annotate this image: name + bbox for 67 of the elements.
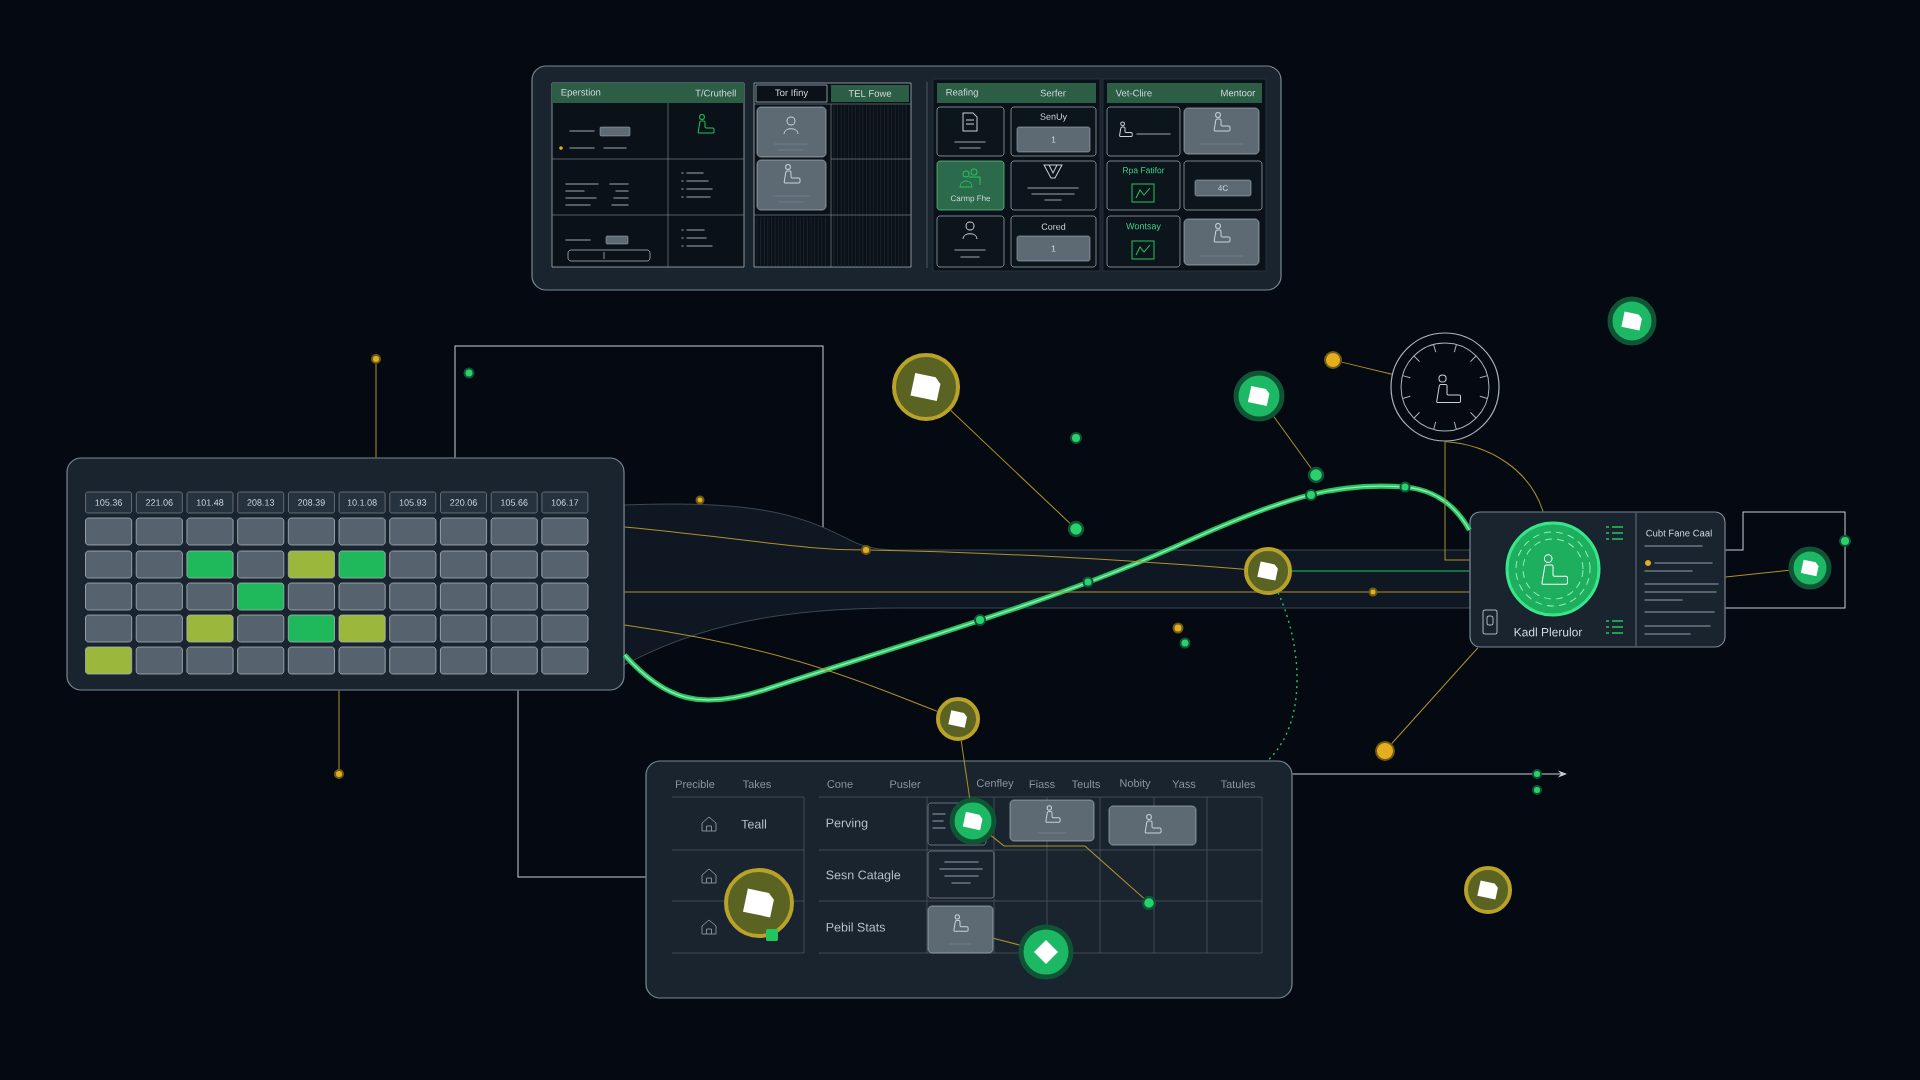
column-header: Mentoor — [1221, 89, 1256, 97]
connector-line — [622, 483, 1472, 703]
glow-dot — [1324, 351, 1342, 369]
column-header: TEL Fowe — [848, 90, 892, 97]
connector-line — [1291, 570, 1470, 572]
connector-line — [624, 624, 938, 712]
row-label: Teall — [741, 819, 767, 829]
value-cell: 105.36 — [85, 491, 132, 514]
value-cell: 106.17 — [541, 491, 589, 514]
connector-line — [1267, 592, 1298, 762]
connector-line — [375, 363, 377, 458]
value-field: 4C — [1194, 179, 1252, 197]
column-header: T/Cruthell — [695, 89, 736, 97]
value-cell: 208.13 — [237, 491, 285, 514]
column-header: Nobity — [1120, 778, 1151, 790]
connector-line — [624, 591, 1470, 593]
column-header: Eperstion — [561, 88, 601, 98]
cell-label: Carmp Fhe — [950, 195, 991, 203]
value-cell: 105.93 — [389, 491, 437, 514]
arrow — [1292, 771, 1567, 777]
value-cell: 105.66 — [490, 491, 538, 514]
column-header: Reafing — [946, 88, 978, 98]
connector-line — [992, 937, 1020, 946]
column-header: Tor Ifiny — [775, 89, 809, 98]
column-header: Tatules — [1220, 780, 1256, 789]
column-header: Pusler — [890, 780, 921, 789]
glow-dot — [1307, 466, 1325, 484]
value-cell: 10.1.08 — [338, 491, 386, 514]
connector-line — [624, 526, 1245, 570]
connector-line — [1444, 441, 1544, 512]
column-header: Serfer — [1040, 89, 1066, 97]
connector-line — [990, 835, 1145, 899]
row-label: Pebil Stats — [826, 922, 885, 932]
value-cell: 221.06 — [135, 491, 183, 514]
glow-dot — [1067, 520, 1085, 538]
value-field: 1 — [1016, 126, 1091, 153]
connector-line — [1273, 416, 1312, 469]
connector-line — [960, 740, 971, 799]
value-field: 1 — [1016, 235, 1091, 262]
cell-label: Rpa Fatifor — [1123, 167, 1165, 175]
value-cell: 208.39 — [288, 491, 335, 514]
connector-line — [1341, 361, 1393, 375]
connector-line — [1391, 647, 1479, 745]
column-header: Fiass — [1029, 780, 1055, 789]
column-header: Vet-Clire — [1115, 89, 1152, 97]
row-label: Sesn Catagle — [826, 870, 901, 882]
card-title: Cubt Fane Caal — [1646, 529, 1712, 537]
connector-line — [1725, 569, 1790, 578]
connector-line — [338, 690, 340, 770]
connector-line — [1725, 511, 1846, 609]
row-label: Perving — [826, 818, 868, 830]
value-cell: 220.06 — [440, 491, 487, 514]
connector-line — [950, 409, 1071, 524]
cell-label: Cored — [1041, 223, 1066, 230]
title-text: Kadl Plerulor — [1514, 627, 1583, 637]
column-header: Yass — [1172, 780, 1196, 788]
column-header: Cone — [827, 780, 853, 788]
column-header: Teults — [1071, 780, 1100, 789]
connector-line — [454, 345, 824, 528]
connector-line — [1444, 441, 1470, 561]
column-header: Takes — [742, 780, 771, 789]
connector-line — [517, 690, 646, 878]
value-cell: 101.48 — [186, 491, 234, 514]
column-header: Cenfley — [976, 778, 1014, 790]
cell-label: SenUy — [1040, 113, 1067, 122]
column-header: Precible — [676, 780, 715, 789]
cell-label: Wontsay — [1126, 222, 1161, 232]
